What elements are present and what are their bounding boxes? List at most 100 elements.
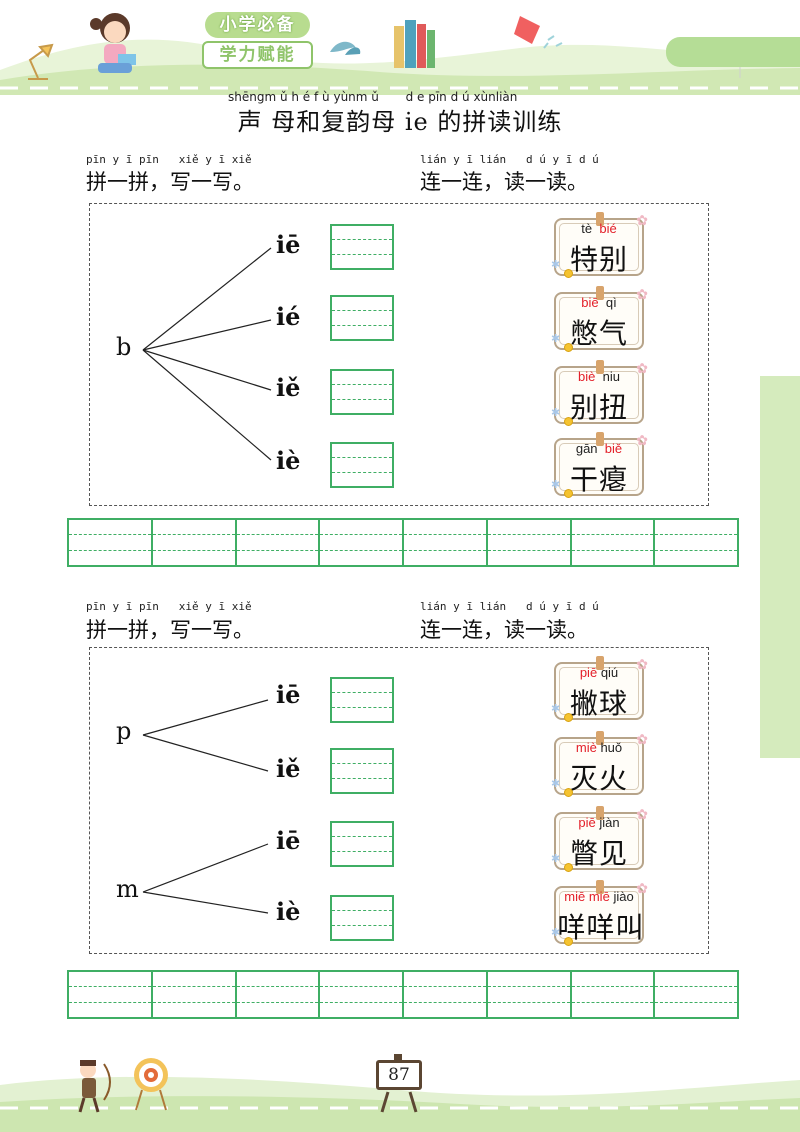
connect-read-pinyin: lián y ī lián d ú y ī d ú bbox=[420, 600, 599, 613]
pin-icon bbox=[564, 489, 573, 498]
pin-icon bbox=[564, 269, 573, 278]
flower-icon: ✱ bbox=[551, 702, 561, 715]
card-pinyin: gān biě bbox=[575, 441, 623, 456]
word-card[interactable]: ✿ piē qiú 撇球 ✱ bbox=[551, 656, 648, 722]
final-ie-4: iè bbox=[276, 446, 301, 475]
card-pinyin: tè bié bbox=[581, 221, 617, 236]
writing-cell[interactable] bbox=[236, 520, 321, 565]
card-pinyin: biē qì bbox=[581, 295, 617, 310]
word-card[interactable]: ✿ biē qì 憋气 ✱ bbox=[551, 286, 648, 352]
word-card[interactable]: ✿ tè bié 特别 ✱ bbox=[551, 212, 648, 278]
writing-cell[interactable] bbox=[69, 520, 153, 565]
exercise-box-1 bbox=[89, 203, 709, 506]
writing-cell[interactable] bbox=[320, 520, 404, 565]
card-word: 撇球 bbox=[569, 687, 628, 720]
page-title: 声 母和复韵母 ie 的拼读训练 bbox=[237, 108, 563, 136]
connect-read-instruction: 连一连，读一读。 bbox=[420, 170, 588, 194]
card-pinyin: biè niu bbox=[578, 369, 620, 384]
consonant-b: b bbox=[116, 333, 132, 361]
right-side-band bbox=[760, 376, 800, 758]
writing-cell[interactable] bbox=[571, 972, 656, 1017]
pinyin-writing-box[interactable] bbox=[330, 442, 394, 488]
pinyin-writing-box[interactable] bbox=[330, 677, 394, 723]
pin-icon bbox=[564, 788, 573, 797]
lamp-illustration bbox=[28, 43, 54, 80]
writing-cell[interactable] bbox=[152, 972, 237, 1017]
consonant-m: m bbox=[116, 875, 139, 903]
writing-cell[interactable] bbox=[655, 972, 737, 1017]
card-word: 憋气 bbox=[569, 317, 628, 350]
pinyin-writing-box[interactable] bbox=[330, 224, 394, 270]
word-card[interactable]: ✿ miè huǒ 灭火 ✱ bbox=[551, 731, 648, 797]
girl-reading-illustration bbox=[90, 13, 136, 73]
word-card[interactable]: ✿ gān biě 干瘪 ✱ bbox=[551, 432, 648, 498]
final-ie-1: iē bbox=[276, 230, 301, 259]
writing-cell[interactable] bbox=[655, 520, 737, 565]
writing-strip-2[interactable] bbox=[67, 970, 739, 1019]
footer-decoration bbox=[0, 1054, 800, 1132]
spell-write-pinyin: pīn y ī pīn xiě y ī xiě bbox=[86, 600, 252, 613]
word-card[interactable]: ✿ piē jiàn 瞥见 ✱ bbox=[551, 806, 648, 872]
card-word: 别扭 bbox=[569, 391, 628, 424]
final-ie-2: ié bbox=[276, 302, 301, 331]
pin-icon bbox=[564, 417, 573, 426]
star-icon: ✿ bbox=[636, 881, 648, 897]
title-pinyin: shēngm ǔ h é f ù yùnm ǔ d e pīn d ú xùnl… bbox=[228, 90, 518, 104]
writing-cell[interactable] bbox=[236, 972, 321, 1017]
header-decoration bbox=[0, 13, 800, 95]
pinyin-writing-box[interactable] bbox=[330, 295, 394, 341]
star-icon: ✿ bbox=[636, 433, 648, 449]
writing-cell[interactable] bbox=[69, 972, 153, 1017]
writing-cell[interactable] bbox=[152, 520, 237, 565]
spell-write-pinyin: pīn y ī pīn xiě y ī xiě bbox=[86, 153, 252, 166]
connect-read-instruction: 连一连，读一读。 bbox=[420, 618, 588, 642]
word-card[interactable]: ✿ biè niu 别扭 ✱ bbox=[551, 360, 648, 426]
pinyin-writing-box[interactable] bbox=[330, 821, 394, 867]
flower-icon: ✱ bbox=[551, 478, 561, 491]
final-ie-4: iè bbox=[276, 897, 301, 926]
final-ie-3: iē bbox=[276, 826, 301, 855]
card-pinyin: miè huǒ bbox=[575, 740, 623, 755]
pinyin-writing-box[interactable] bbox=[330, 748, 394, 794]
archer-illustration bbox=[78, 1060, 111, 1113]
final-ie-1: iē bbox=[276, 680, 301, 709]
star-icon: ✿ bbox=[636, 361, 648, 377]
flower-icon: ✱ bbox=[551, 777, 561, 790]
star-icon: ✿ bbox=[636, 287, 648, 303]
writing-cell[interactable] bbox=[404, 520, 488, 565]
writing-strip-1[interactable] bbox=[67, 518, 739, 567]
writing-cell[interactable] bbox=[487, 520, 572, 565]
card-word: 灭火 bbox=[569, 762, 628, 795]
pin-icon bbox=[564, 713, 573, 722]
card-pinyin: piē qiú bbox=[579, 665, 619, 680]
card-word: 特别 bbox=[569, 243, 628, 276]
pin-icon bbox=[564, 937, 573, 946]
pinyin-writing-box[interactable] bbox=[330, 369, 394, 415]
writing-cell[interactable] bbox=[320, 972, 404, 1017]
flower-icon: ✱ bbox=[551, 406, 561, 419]
word-card[interactable]: ✿ miē miē jiào 咩咩叫 ✱ bbox=[551, 880, 648, 946]
pin-icon bbox=[564, 863, 573, 872]
flower-icon: ✱ bbox=[551, 332, 561, 345]
right-tab-decoration bbox=[666, 37, 800, 67]
star-icon: ✿ bbox=[636, 213, 648, 229]
writing-cell[interactable] bbox=[487, 972, 572, 1017]
star-icon: ✿ bbox=[636, 732, 648, 748]
connect-read-pinyin: lián y ī lián d ú y ī d ú bbox=[420, 153, 599, 166]
books-illustration bbox=[394, 20, 435, 68]
card-pinyin: piē jiàn bbox=[578, 815, 620, 830]
writing-cell[interactable] bbox=[571, 520, 656, 565]
header-badge-top: 小学必备 bbox=[205, 12, 310, 38]
header-badge-bottom: 学力赋能 bbox=[202, 41, 313, 69]
spell-write-instruction: 拼一拼，写一写。 bbox=[86, 170, 254, 194]
final-ie-2: iě bbox=[276, 754, 301, 783]
target-illustration bbox=[134, 1058, 168, 1111]
flower-icon: ✱ bbox=[551, 926, 561, 939]
star-icon: ✿ bbox=[636, 657, 648, 673]
page-number: 87 bbox=[376, 1060, 422, 1090]
pinyin-writing-box[interactable] bbox=[330, 895, 394, 941]
exercise-box-2 bbox=[89, 647, 709, 954]
writing-cell[interactable] bbox=[404, 972, 488, 1017]
card-word: 瞥见 bbox=[569, 837, 628, 870]
